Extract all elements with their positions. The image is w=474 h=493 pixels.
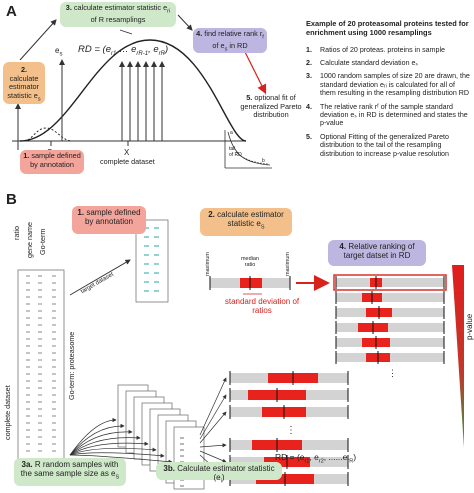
fan-arrow bbox=[69, 417, 117, 456]
steps-list: Example of 20 proteasomal proteins teste… bbox=[306, 19, 472, 163]
a-complete-dataset: complete dataset bbox=[100, 157, 155, 166]
a-box-5: 5. optional fit of generalized Pareto di… bbox=[240, 93, 302, 120]
ranked-row bbox=[336, 323, 444, 332]
step-item: 5.Optional Fitting of the generalized Pa… bbox=[306, 132, 449, 158]
col-go: Go-term bbox=[38, 228, 47, 255]
rd-boxplots: ⋮ bbox=[199, 371, 349, 486]
panel-b-letter: B bbox=[6, 191, 17, 208]
rd-arrow bbox=[199, 443, 227, 448]
a-box-3: 3. calculate estimator statistic eri of … bbox=[60, 2, 176, 27]
b-complete-dataset: complete dataset bbox=[3, 385, 12, 440]
a-box-4: 4. find relative rank rf of es in RD bbox=[193, 28, 267, 53]
target-rows bbox=[144, 227, 159, 292]
b-box-2: 2. calculate estimator statistic eS bbox=[200, 208, 292, 236]
pvalue-wedge bbox=[452, 265, 464, 448]
ranked-row bbox=[336, 293, 444, 302]
fan-arrows bbox=[69, 417, 173, 464]
b-box-3b: 3b. Calculate estimator statistic (ei) bbox=[156, 462, 282, 485]
steps-title: Example of 20 proteasomal proteins teste… bbox=[306, 19, 469, 37]
panel-b-diagram: ⋮ ⋮ bbox=[17, 219, 464, 490]
ranked-ellipsis: ⋮ bbox=[388, 368, 397, 378]
target-highlight bbox=[333, 274, 447, 291]
panel-a-diagram bbox=[12, 14, 272, 169]
a-box-2: 2. calculate estimator statistic es bbox=[3, 62, 45, 104]
b-box-4: 4. Relative ranking of target datset in … bbox=[328, 240, 426, 266]
a-distribution-curve bbox=[19, 39, 247, 142]
fan-arrow bbox=[69, 447, 157, 456]
sample-boxplot bbox=[209, 276, 291, 295]
a-inset-b: b bbox=[262, 158, 265, 164]
col-gene: gene name bbox=[25, 222, 34, 258]
b-box-3a: 3a. R random samples with the same sampl… bbox=[14, 458, 126, 486]
pareto-inset bbox=[224, 130, 272, 169]
ranked-row bbox=[336, 278, 444, 287]
step-item: 4.The relative rank rᶠ of the sample sta… bbox=[306, 102, 468, 128]
rd-arrow bbox=[199, 411, 227, 444]
fan-arrow bbox=[69, 429, 133, 456]
sample-iqr bbox=[240, 278, 262, 288]
a-inset-a: a bbox=[230, 130, 233, 136]
dataset-table bbox=[17, 269, 65, 461]
step-item: 3.1000 random samples of size 20 are dra… bbox=[306, 72, 470, 98]
fan-arrow bbox=[69, 454, 173, 464]
b-go-proteasome: Go-term: proteasome bbox=[67, 331, 76, 400]
b-box-1: 1. sample defined by annotation bbox=[72, 206, 146, 234]
dataset-rows bbox=[26, 275, 56, 452]
panel-a-letter: A bbox=[6, 3, 17, 20]
b-maximum-1: maximum bbox=[205, 252, 211, 276]
step-item: 1.Ratios of 20 proteas. proteins in samp… bbox=[306, 45, 445, 54]
fan-arrow bbox=[69, 452, 165, 458]
fan-arrow bbox=[69, 441, 149, 456]
b-maximum-2: maximum bbox=[285, 252, 291, 276]
b-rd-formula: RD = (er1, er2, ......erR) bbox=[275, 452, 357, 465]
a-rd-formula: RD = (er1 … erR-1, erR) bbox=[78, 44, 169, 57]
b-pvalue-label: p-value bbox=[465, 313, 474, 340]
rd-arrow bbox=[199, 394, 227, 440]
b-std-label: standard deviation of ratios bbox=[224, 297, 300, 315]
a-x-label: X bbox=[124, 148, 130, 157]
a-box-1: 1. sample defined by annotation bbox=[20, 150, 84, 174]
a-es-label: es bbox=[55, 46, 63, 58]
ranked-boxplots: ⋮ bbox=[333, 274, 447, 378]
rd-arrow bbox=[199, 377, 227, 436]
b-median-ratio: median ratio bbox=[240, 256, 260, 268]
fan-arrow bbox=[69, 423, 125, 456]
rd-arrow bbox=[199, 450, 227, 463]
col-ratio: ratio bbox=[12, 226, 21, 240]
fan-arrow bbox=[69, 435, 141, 456]
step-item: 2.Calculate standard deviation eₛ bbox=[306, 59, 419, 67]
rd-ellipsis: ⋮ bbox=[286, 425, 296, 436]
